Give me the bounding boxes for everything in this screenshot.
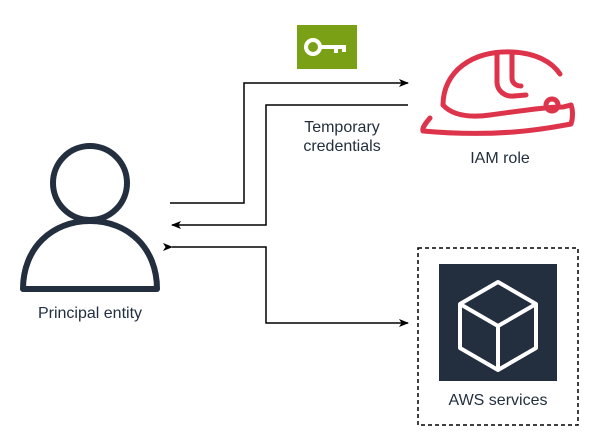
aws-access-arrow [163, 243, 409, 327]
iam-role-label: IAM role [470, 150, 530, 167]
person-icon [20, 143, 160, 292]
aws-services-boundary [417, 247, 579, 426]
principal-entity-label: Principal entity [37, 305, 143, 322]
temporary-credentials-label: Temporary credentials [303, 119, 381, 155]
cube-icon [458, 280, 538, 372]
aws-services-tile [439, 264, 557, 381]
hard-hat-icon [420, 49, 575, 136]
credentials-return-arrow [171, 104, 408, 229]
assume-role-arrow [170, 79, 409, 204]
aws-services-label: AWS services [448, 392, 548, 409]
key-icon [297, 25, 357, 69]
